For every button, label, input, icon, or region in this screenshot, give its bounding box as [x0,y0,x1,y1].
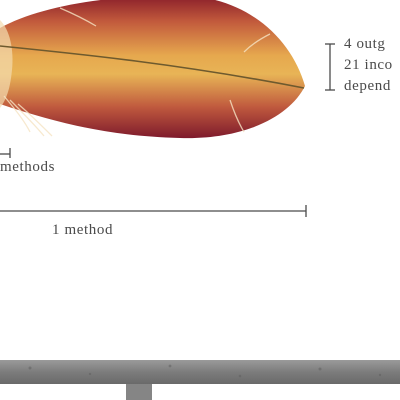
feather-shaft [0,45,305,89]
outgoing-label: 4 outg [344,36,386,52]
dependencies-label: depend [344,78,391,94]
stone-post [126,384,152,400]
incoming-label: 21 inco [344,57,393,73]
feather-down [0,20,13,108]
methods-tick [0,148,11,158]
feather-strands [3,7,271,137]
stone-speckles [28,364,382,378]
stone-ledge [0,360,400,384]
one-method-label: 1 method [52,222,114,238]
dependency-bracket [325,43,335,91]
feather-vane [0,0,305,139]
dependency-labels: 4 outg 21 inco depend [344,37,393,100]
one-method-span [0,205,307,217]
methods-label: methods [0,159,56,175]
